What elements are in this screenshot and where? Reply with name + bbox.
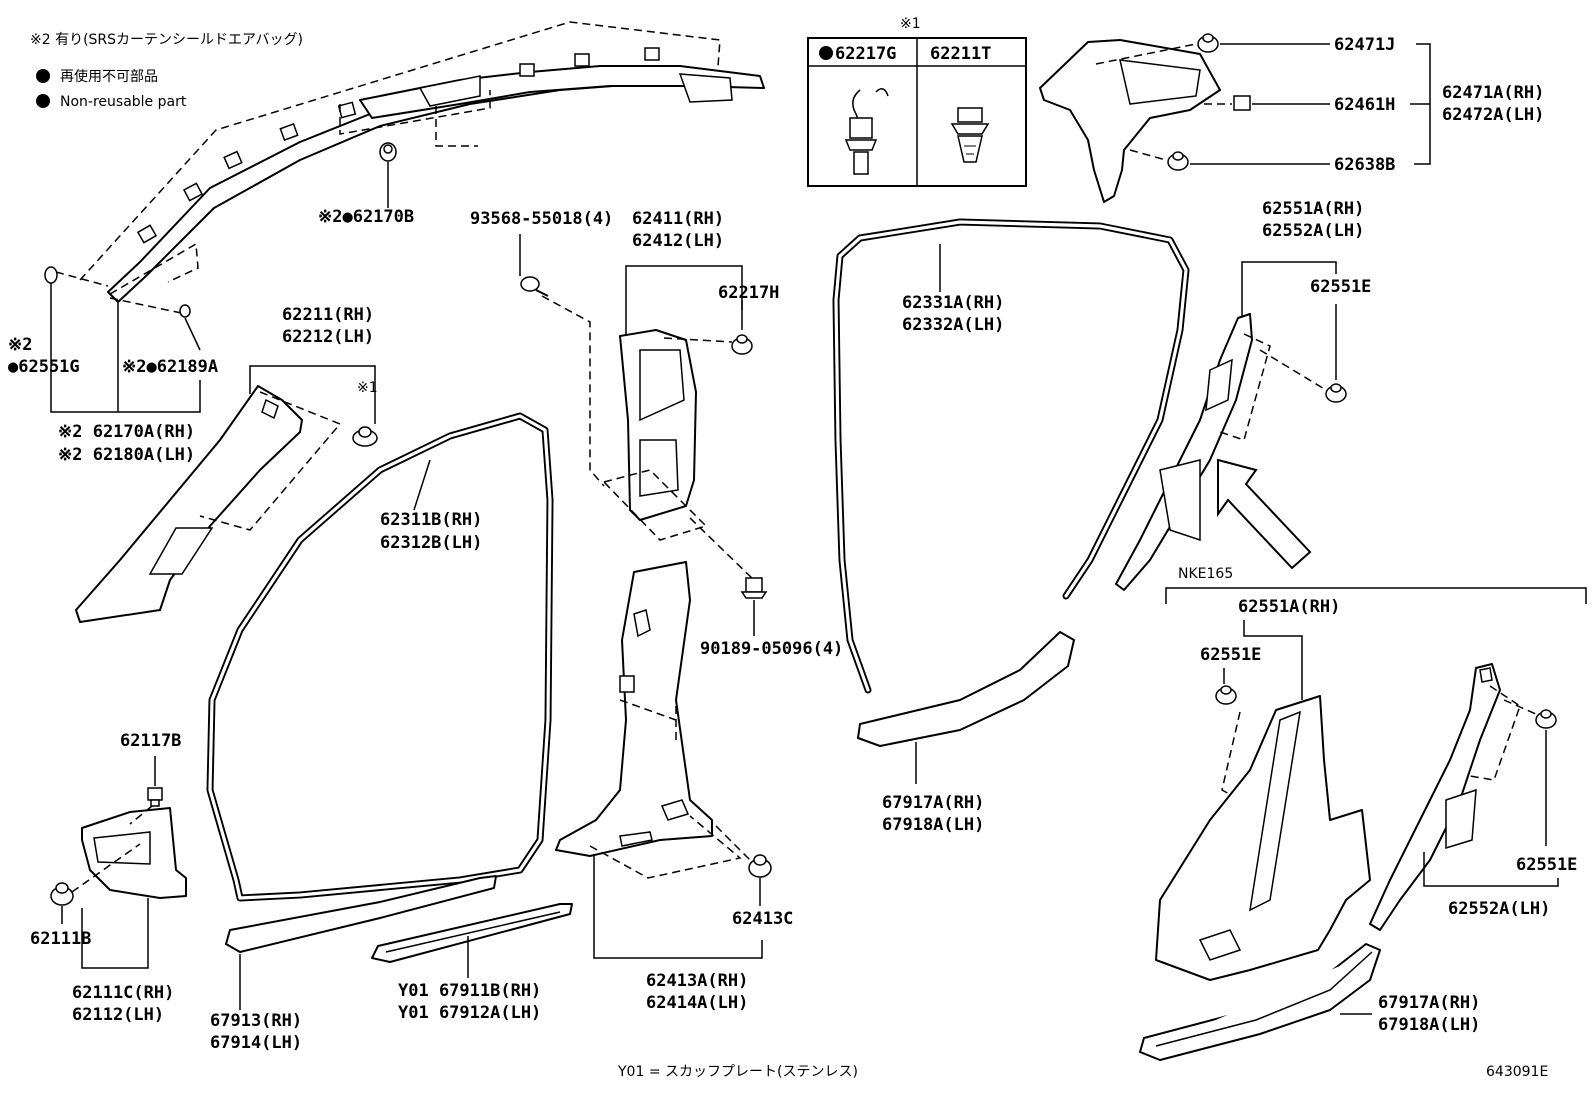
- clip-62111b-icon: [50, 882, 74, 906]
- clip-62551g-icon: [44, 266, 58, 284]
- legend-en: Non-reusable part: [60, 94, 187, 110]
- label-62112: 62112(LH): [72, 1005, 164, 1025]
- label-62413c: 62413C: [732, 909, 793, 929]
- label-67914: 67914(LH): [210, 1033, 302, 1053]
- label-62413a: 62413A(RH): [646, 971, 748, 991]
- clip-62211t-icon: [352, 426, 378, 447]
- label-62552a-top: 62552A(LH): [1262, 221, 1364, 241]
- front-door-scuff-plate-outer: [371, 903, 573, 963]
- label-62312b: 62312B(LH): [380, 533, 482, 553]
- label-62411: 62411(RH): [632, 209, 724, 229]
- label-62551g: ●62551G: [8, 357, 80, 377]
- label-62551g-mark: ※2: [8, 335, 32, 355]
- label-62551e-box1: 62551E: [1200, 645, 1261, 665]
- label-62551a-box: 62551A(RH): [1238, 597, 1340, 617]
- label-62461h: 62461H: [1334, 95, 1395, 115]
- label-62472a: 62472A(LH): [1442, 105, 1544, 125]
- label-67918a-box: 67918A(LH): [1378, 1015, 1480, 1035]
- label-67917a-mid: 67917A(RH): [882, 793, 984, 813]
- label-67912a: Y01 67912A(LH): [398, 1003, 541, 1023]
- label-62551e-box2: 62551E: [1516, 855, 1577, 875]
- front-door-scuff-plate-inner: [225, 875, 497, 953]
- quarter-pillar-garnish: [1115, 313, 1253, 591]
- legend-jp: 再使用不可部品: [60, 68, 158, 85]
- clip-62551e-icon: [1325, 383, 1347, 403]
- label-62414a: 62414A(LH): [646, 993, 748, 1013]
- table-col1: 62217G: [835, 44, 896, 64]
- clip-62471j-icon: [1197, 33, 1219, 53]
- screw-93568-icon: [520, 276, 549, 297]
- label-62111b: 62111B: [30, 929, 91, 949]
- clip-62117b-icon: [147, 787, 163, 807]
- label-67911b: Y01 67911B(RH): [398, 981, 541, 1001]
- label-93568: 93568-55018(4): [470, 209, 613, 229]
- footer-y01-note: Y01 = スカッフプレート(ステンレス): [617, 1064, 858, 1080]
- non-reusable-dot-icon: [36, 94, 50, 108]
- label-62180a: ※2 62180A(LH): [58, 445, 195, 465]
- roof-side-inner-garnish: [107, 47, 765, 303]
- non-reusable-dot-icon: [819, 46, 833, 60]
- label-67913: 67913(RH): [210, 1011, 302, 1031]
- clip-62461h-icon: [1233, 95, 1251, 111]
- clip-62413c-icon: [748, 854, 772, 878]
- rear-door-weatherstrip: [832, 218, 1190, 694]
- label-62111c: 62111C(RH): [72, 983, 174, 1003]
- label-62170a: ※2 62170A(RH): [58, 422, 195, 442]
- label-62117b: 62117B: [120, 731, 181, 751]
- label-62471j: 62471J: [1334, 35, 1395, 55]
- label-67918a-mid: 67918A(LH): [882, 815, 984, 835]
- non-reusable-dot-icon: [36, 69, 50, 83]
- label-62211: 62211(RH): [282, 305, 374, 325]
- label-62471a: 62471A(RH): [1442, 83, 1544, 103]
- front-door-weatherstrip: [206, 412, 554, 902]
- view-arrow-icon: [1217, 458, 1312, 570]
- label-62412: 62412(LH): [632, 231, 724, 251]
- clip-62551e-icon: [1535, 709, 1557, 729]
- clip-62638b-icon: [1167, 151, 1189, 171]
- label-62638b: 62638B: [1334, 155, 1395, 175]
- label-62552a-box: 62552A(LH): [1448, 899, 1550, 919]
- clip-62211t-icon: [950, 107, 990, 163]
- center-pillar-upper-garnish: [619, 329, 697, 521]
- label-62189a: ※2●62189A: [122, 357, 218, 377]
- cowl-side-trim: [81, 807, 187, 899]
- clip-62217h-icon: [731, 334, 753, 355]
- srs-note: ※2 有り(SRSカーテンシールドエアバッグ): [30, 32, 303, 48]
- label-62332a: 62332A(LH): [902, 315, 1004, 335]
- label-62311b: 62311B(RH): [380, 510, 482, 530]
- clip-62551e-icon: [1215, 685, 1237, 705]
- label-62170b: ※2●62170B: [318, 207, 414, 227]
- label-62551a-top: 62551A(RH): [1262, 199, 1364, 219]
- center-pillar-lower-garnish: [555, 561, 713, 857]
- diagram-code: 643091E: [1486, 1064, 1548, 1080]
- clip-62217g-icon: [844, 88, 889, 175]
- table-mark: ※1: [900, 16, 921, 32]
- label-67917a-box: 67917A(RH): [1378, 993, 1480, 1013]
- front-pillar-garnish: [75, 385, 303, 623]
- table-col2: 62211T: [930, 44, 991, 64]
- label-62217h: 62217H: [718, 283, 779, 303]
- clip-62189a-icon: [179, 304, 191, 318]
- label-62331a: 62331A(RH): [902, 293, 1004, 313]
- nke165-detail: NKE165 62551A(RH) 62551E 62551E 62552A(L…: [1139, 566, 1587, 1061]
- clip-table: ※1 62217G 62211T: [807, 16, 1027, 187]
- rear-door-scuff-plate: [857, 631, 1075, 747]
- label-nke165: NKE165: [1178, 566, 1233, 582]
- label-mark1: ※1: [357, 380, 378, 396]
- roof-side-rear-garnish: [1039, 39, 1221, 203]
- label-62551e-top: 62551E: [1310, 277, 1371, 297]
- label-62212: 62212(LH): [282, 327, 374, 347]
- clip-90189-icon: [740, 577, 768, 599]
- clip-62170b-icon: [379, 142, 397, 162]
- label-90189: 90189-05096(4): [700, 639, 843, 659]
